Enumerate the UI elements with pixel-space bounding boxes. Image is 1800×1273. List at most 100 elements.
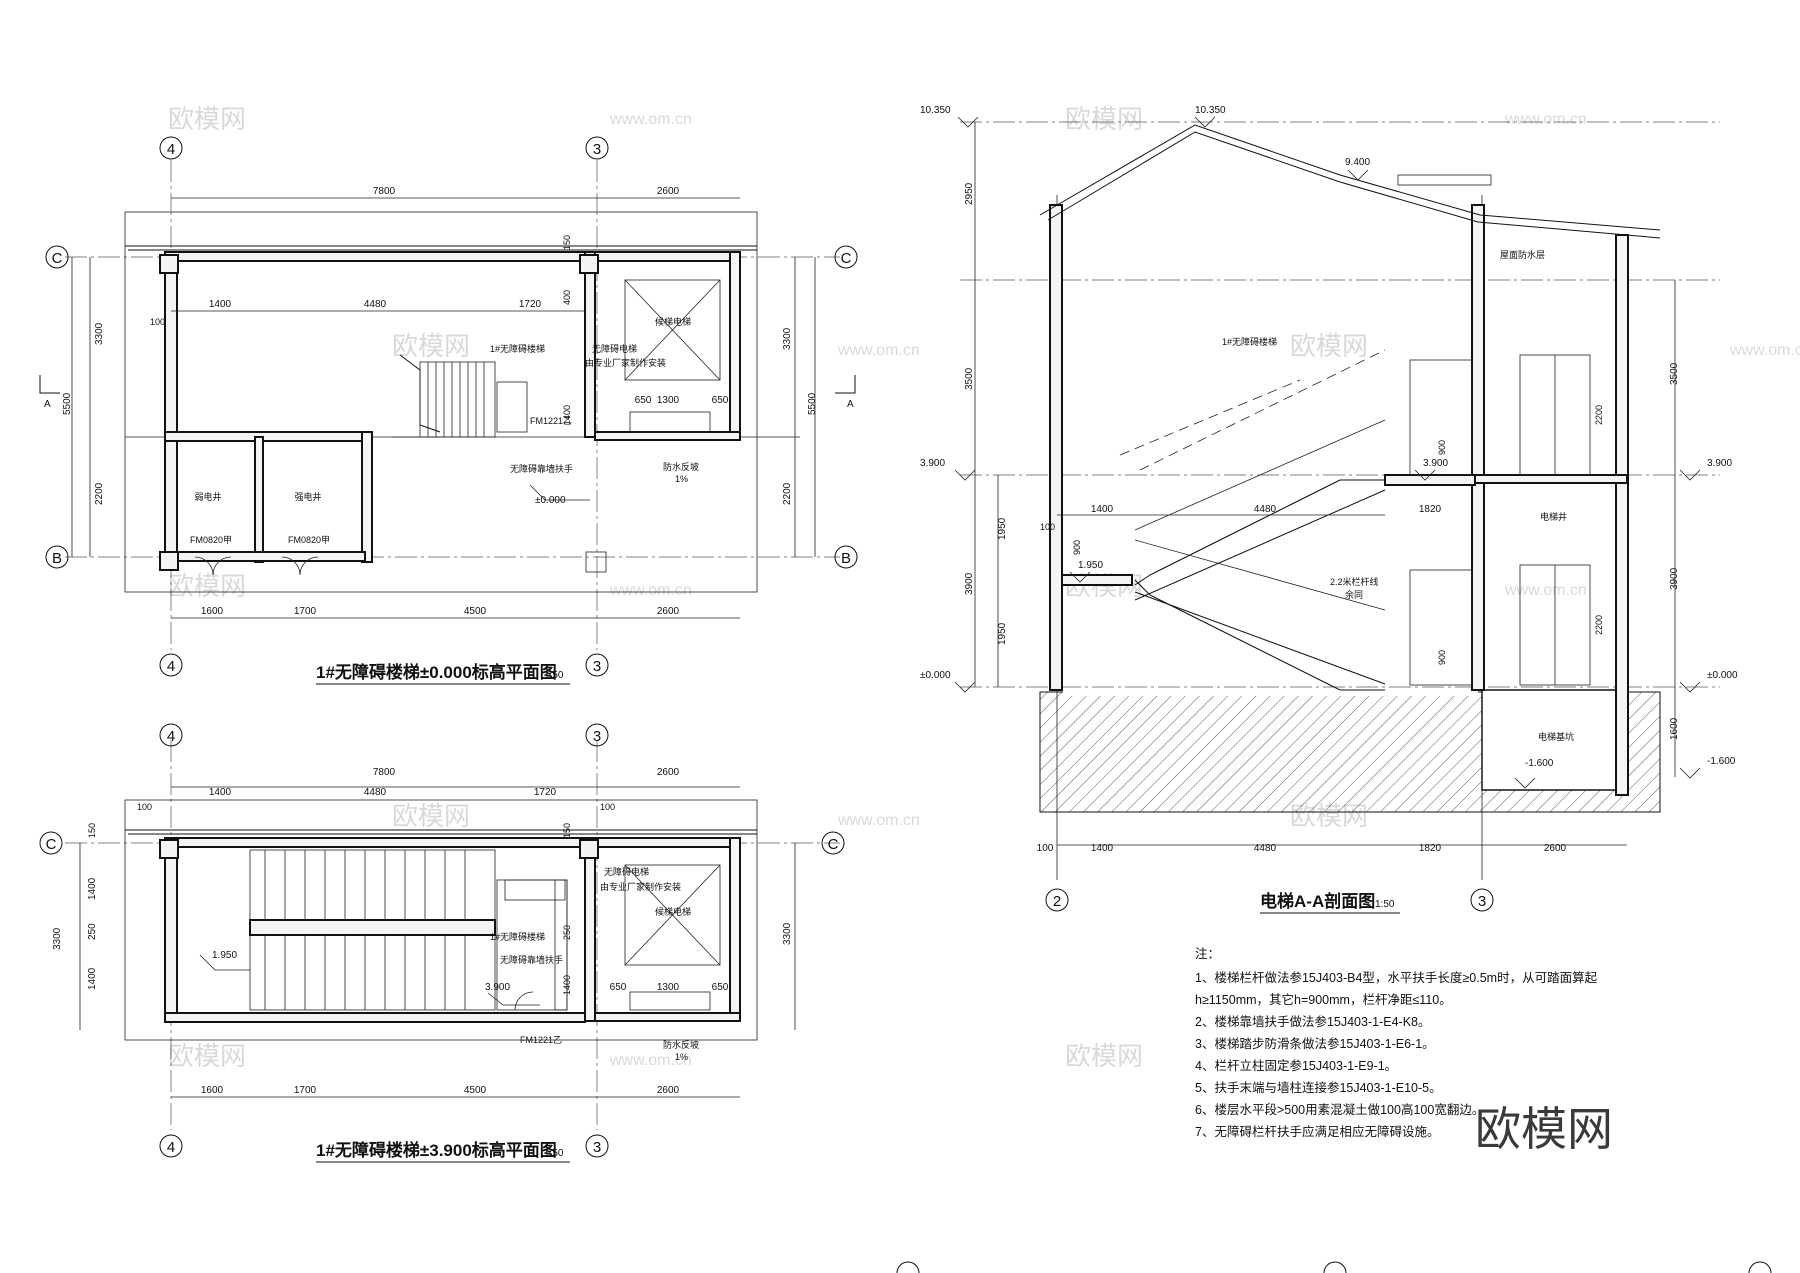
dim-1950: 1950 <box>997 622 1008 645</box>
plan-scale: 1:50 <box>544 1148 564 1159</box>
section-landing <box>1061 574 1133 586</box>
column <box>159 839 179 859</box>
dim-650: 650 <box>635 395 652 406</box>
plan-ground-floor: 4 3 4 3 C C B B <box>39 136 858 685</box>
dim-4480: 4480 <box>364 299 387 310</box>
dim-1300: 1300 <box>657 395 680 406</box>
watermark-brand: 欧模网 <box>1065 104 1143 134</box>
dim-1400-vertical: 1400 <box>562 405 572 425</box>
notes-header: 注： <box>1195 946 1220 961</box>
axis-bubble-b <box>45 545 69 569</box>
elevation-0: ±0.000 <box>535 495 566 506</box>
label-rail-same: 余同 <box>1345 589 1363 600</box>
label-elevator-pit: 电梯基坑 <box>1538 731 1574 742</box>
axis-label-2: 2 <box>1053 893 1061 910</box>
dim-2200: 2200 <box>94 482 105 505</box>
watermark-brand: 欧模网 <box>392 801 470 831</box>
label-strong-shaft: 强电井 <box>294 491 321 502</box>
dim-100: 100 <box>137 802 152 812</box>
note-line: 3、楼梯踏步防滑条做法参15J403-1-E6-1。 <box>1195 1036 1435 1051</box>
plan-title: 1#无障碍楼梯±3.900标高平面图 <box>316 1140 557 1160</box>
elevation-10350: 10.350 <box>1195 105 1226 116</box>
watermark-brand: 欧模网 <box>392 331 470 361</box>
note-line: h≥1150mm，其它h=900mm，栏杆净距≤110。 <box>1195 992 1452 1007</box>
watermark-brand: 欧模网 <box>1065 1041 1143 1071</box>
dim-150: 150 <box>87 823 97 838</box>
elevation-3900: 3.900 <box>1707 458 1732 469</box>
dim-100: 100 <box>600 802 615 812</box>
wall-left <box>164 837 178 1022</box>
axis-bubble-c <box>821 831 845 855</box>
dim-5500: 5500 <box>807 392 818 415</box>
dim-250: 250 <box>87 923 98 940</box>
dim-1600: 1600 <box>1669 717 1680 740</box>
dim-1600: 1600 <box>201 606 224 617</box>
note-line: 7、无障碍栏杆扶手应满足相应无障碍设施。 <box>1195 1124 1439 1139</box>
section-wall-right <box>1615 234 1629 796</box>
wall-shaft-divider <box>254 436 264 563</box>
elevator-shaft <box>624 279 721 433</box>
wall-right <box>729 837 741 1022</box>
dim-2200: 2200 <box>1594 405 1604 425</box>
wall-shaft-right <box>361 431 373 563</box>
axis-bubble-3 <box>1470 888 1494 912</box>
label-door-fm1221: FM1221乙 <box>520 1035 562 1045</box>
wall-mid <box>164 431 366 442</box>
wall-top <box>164 251 741 262</box>
dim-1820: 1820 <box>1419 504 1442 515</box>
column <box>159 254 179 274</box>
dim-2950: 2950 <box>964 182 975 205</box>
axis-bubble-4 <box>159 1134 183 1158</box>
label-elevator-car: 候梯电梯 <box>655 906 691 917</box>
dim-4500: 4500 <box>464 1085 487 1096</box>
elevator-shaft <box>624 864 721 1011</box>
label-door-fm0820: FM0820甲 <box>288 535 330 545</box>
label-rail: 2.2米栏杆线 <box>1330 576 1379 587</box>
dim-7800: 7800 <box>373 186 396 197</box>
dim-3300: 3300 <box>782 327 793 350</box>
wall-right <box>729 251 741 438</box>
elevation-1950: 1.950 <box>212 950 237 961</box>
axis-bubble-partial <box>896 1261 920 1273</box>
dim-3300: 3300 <box>782 922 793 945</box>
axis-bubble-partial <box>1748 1261 1772 1273</box>
axis-label-3: 3 <box>593 1139 601 1156</box>
axis-bubble-b <box>834 545 858 569</box>
section-wall-left <box>1049 204 1063 691</box>
label-waterproof: 防水反坡 <box>663 461 699 472</box>
dim-650: 650 <box>712 395 729 406</box>
wall-top <box>164 837 741 848</box>
dim-2600: 2600 <box>1544 843 1567 854</box>
section-mark-a: A <box>847 399 854 410</box>
brand-logo-watermark: 欧模网 <box>1475 1103 1613 1155</box>
dim-2200: 2200 <box>1594 615 1604 635</box>
label-barrier-free-elevator: 无障碍电梯 <box>592 343 637 354</box>
dim-4480: 4480 <box>1254 843 1277 854</box>
axis-bubble-3 <box>585 1134 609 1158</box>
watermark-url: www.om.cn <box>837 342 920 359</box>
dim-650: 650 <box>610 982 627 993</box>
dim-150: 150 <box>562 823 572 838</box>
section-slab-upper <box>1471 474 1628 484</box>
section-wall-mid <box>1471 204 1485 691</box>
watermark-url: www.om.cn <box>609 111 692 128</box>
plan-scale: 1:50 <box>544 670 564 681</box>
dim-3500: 3500 <box>1669 362 1680 385</box>
dim-1400: 1400 <box>87 877 98 900</box>
note-line: 6、楼层水平段>500用素混凝土做100高100宽翻边。 <box>1195 1102 1484 1117</box>
plan-title: 1#无障碍楼梯±0.000标高平面图 <box>316 662 557 682</box>
section-a-a: 10.350 3.900 ±0.000 10.350 9.400 3.900 1… <box>920 105 1738 914</box>
axis-label-3: 3 <box>1478 893 1486 910</box>
axis-bubble-partial <box>1323 1261 1347 1273</box>
dim-900: 900 <box>1072 540 1082 555</box>
axis-label-4: 4 <box>167 141 175 158</box>
axis-label-b: B <box>841 550 851 567</box>
label-elevator-shaft: 电梯井 <box>1540 511 1567 522</box>
elevation-10350: 10.350 <box>920 105 951 116</box>
elevation-0: ±0.000 <box>920 670 951 681</box>
dim-1820: 1820 <box>1419 843 1442 854</box>
dim-400: 400 <box>562 290 572 305</box>
label-stair: 1#无障碍楼梯 <box>1222 336 1277 347</box>
dim-3300: 3300 <box>52 927 63 950</box>
